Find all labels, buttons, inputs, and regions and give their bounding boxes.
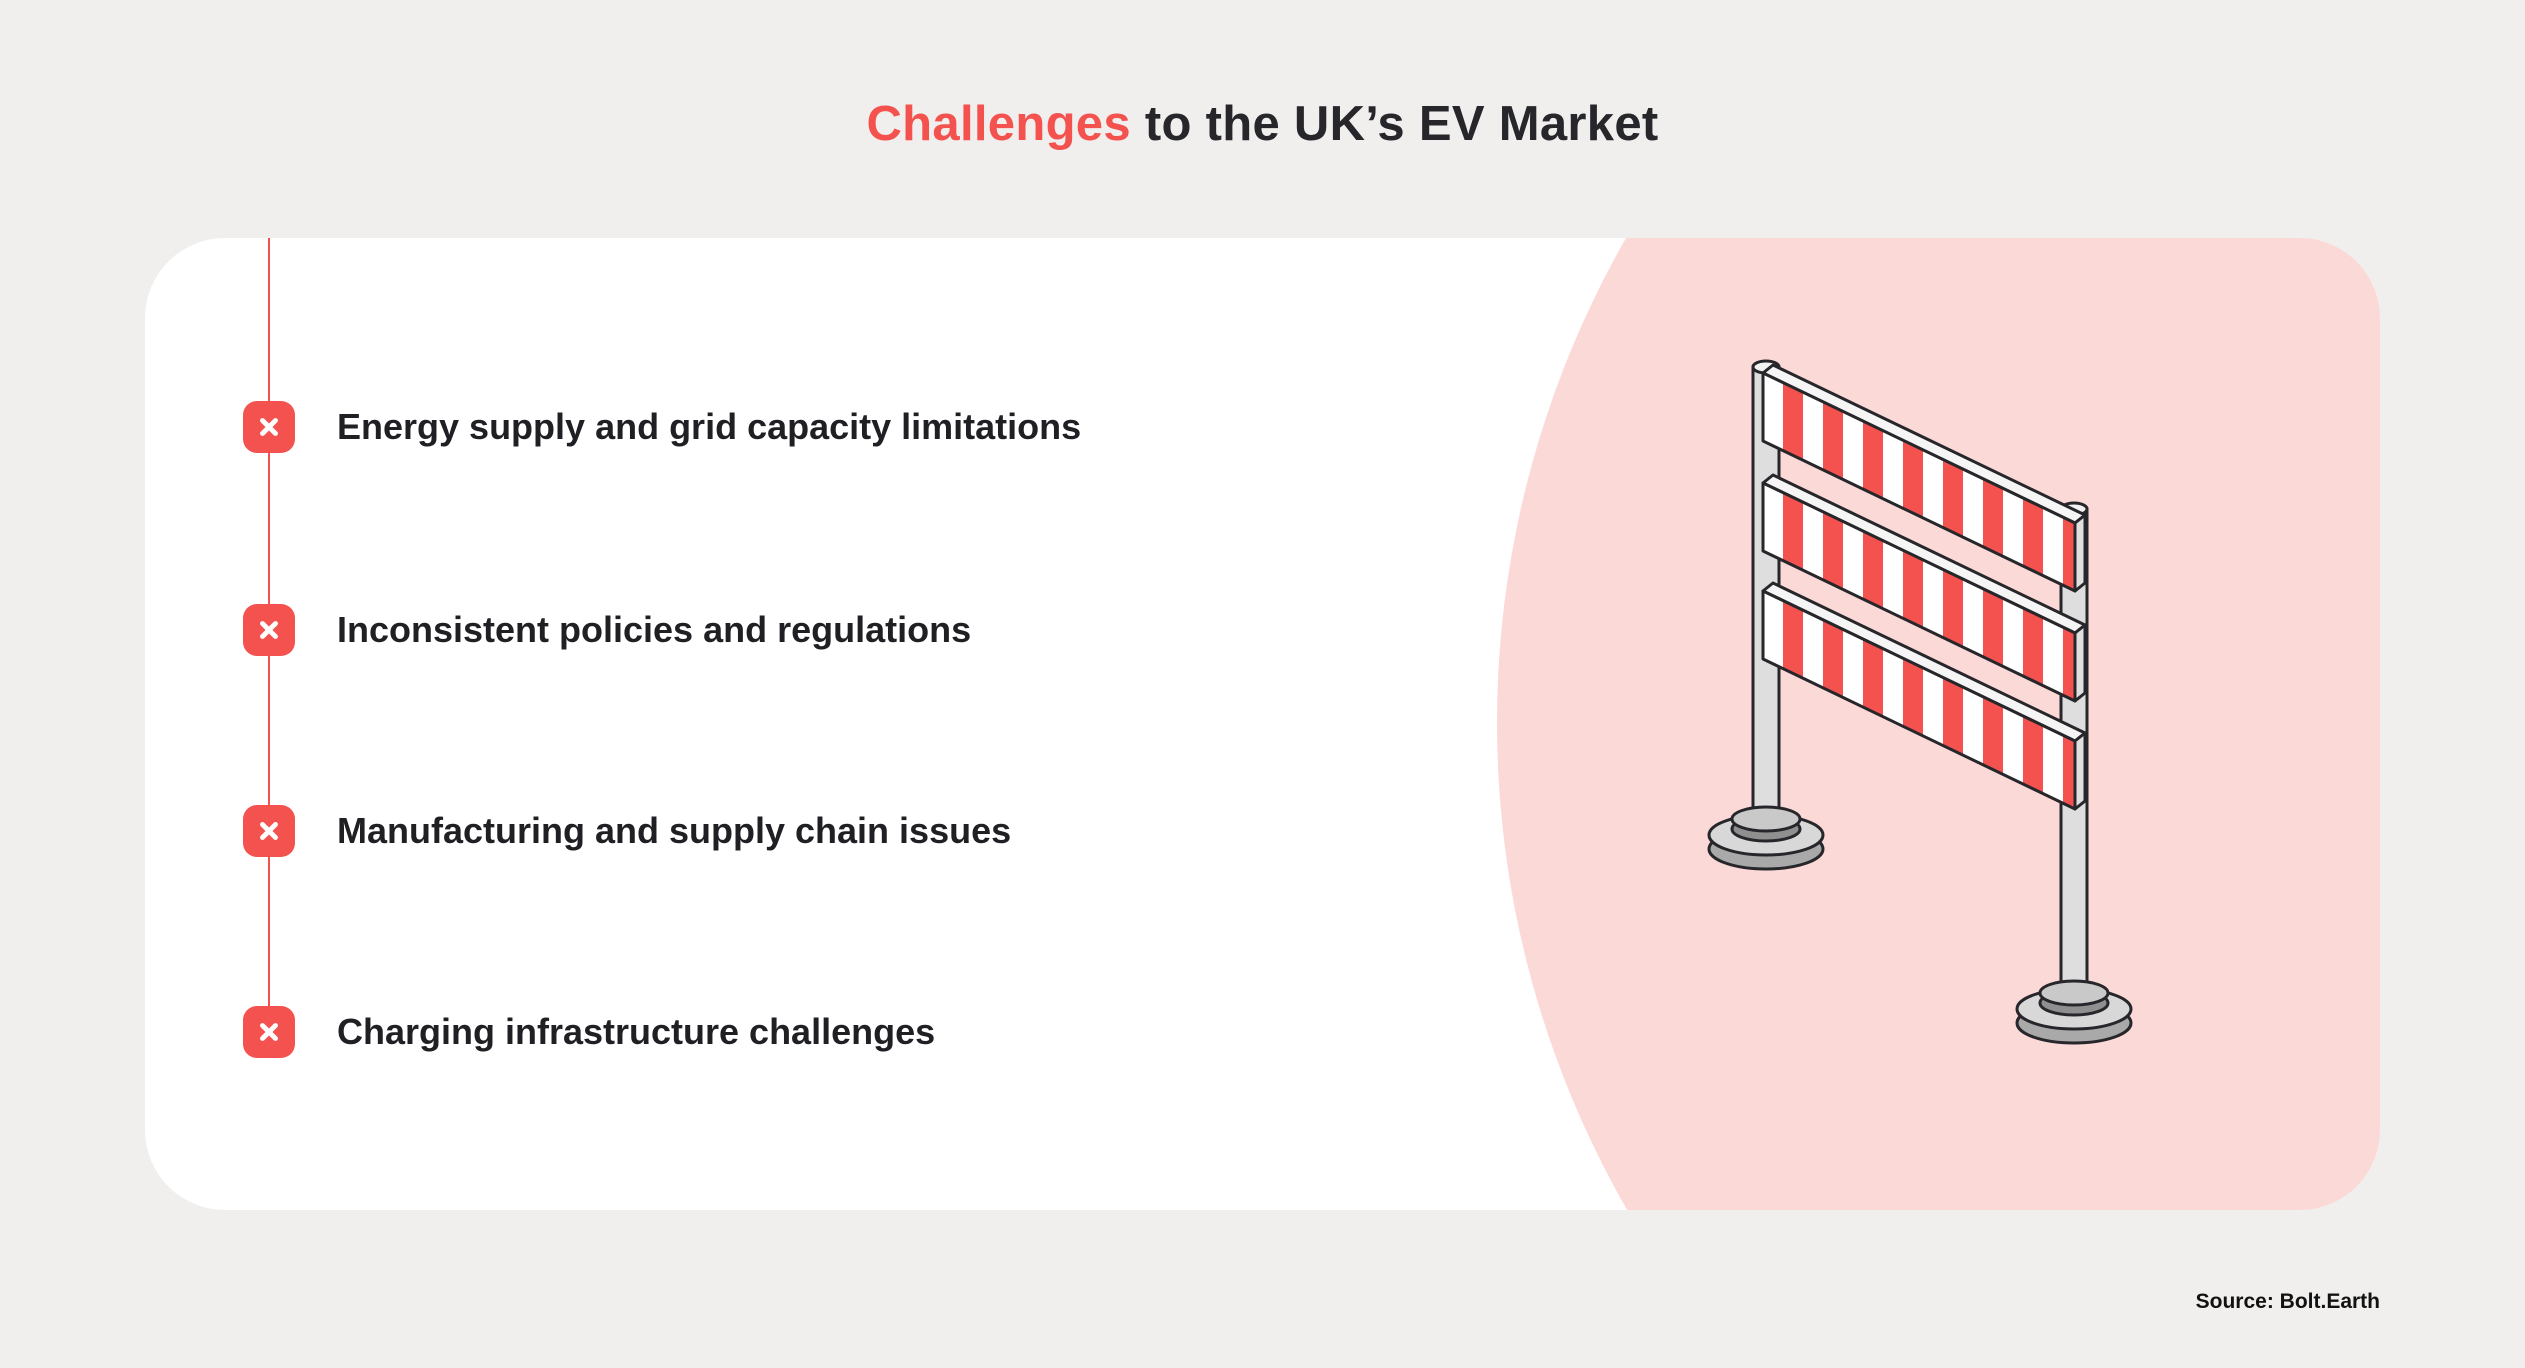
x-icon [243, 805, 295, 857]
source-credit: Source: Bolt.Earth [2195, 1290, 2380, 1313]
title-rest: to the UK’s EV Market [1130, 97, 1659, 151]
challenge-label: Inconsistent policies and regulations [337, 609, 972, 650]
list-item: Energy supply and grid capacity limitati… [243, 401, 1081, 453]
right-post-base [2015, 979, 2133, 1045]
content-card: Energy supply and grid capacity limitati… [145, 238, 2380, 1210]
x-icon [243, 401, 295, 453]
list-item: Manufacturing and supply chain issues [243, 805, 1011, 857]
x-icon [243, 1006, 295, 1058]
left-post-base [1707, 805, 1825, 871]
list-item: Charging infrastructure challenges [243, 1006, 935, 1058]
barricade-illustration [1707, 359, 2133, 1045]
striped-rail [1761, 363, 2087, 593]
challenge-label: Manufacturing and supply chain issues [337, 810, 1012, 851]
challenge-label: Charging infrastructure challenges [337, 1011, 936, 1052]
challenge-label: Energy supply and grid capacity limitati… [337, 406, 1082, 447]
title-highlight: Challenges [866, 97, 1131, 151]
x-icon [243, 604, 295, 656]
page-title: Challenges to the UK’s EV Market [0, 96, 2525, 152]
striped-rail [1761, 473, 2087, 703]
list-item: Inconsistent policies and regulations [243, 604, 971, 656]
striped-rail [1761, 581, 2087, 811]
